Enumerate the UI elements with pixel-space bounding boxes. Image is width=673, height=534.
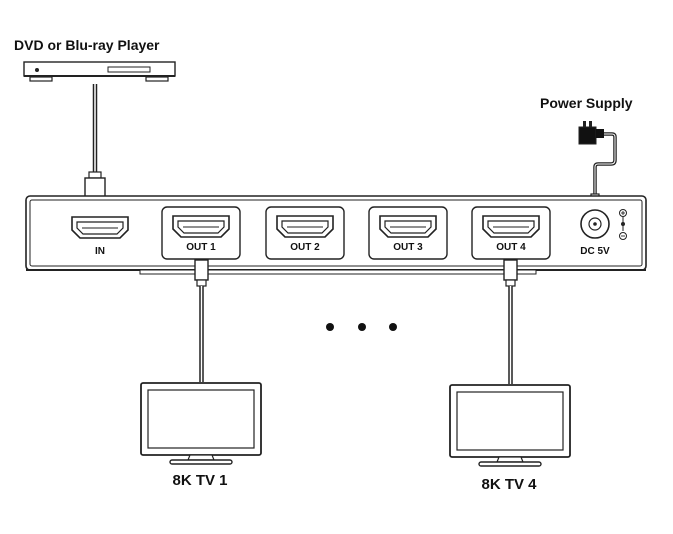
tv-monitor-icon — [140, 382, 262, 465]
port-out3-label: OUT 3 — [393, 242, 423, 253]
hdmi-port-icon — [379, 215, 437, 238]
tv1-label: 8K TV 1 — [172, 472, 227, 489]
hdmi-port-icon — [172, 215, 230, 238]
port-out2-label: OUT 2 — [290, 242, 320, 253]
port-out3: OUT 3 — [368, 206, 448, 260]
tv1-hdmi-cable — [194, 259, 209, 382]
port-out1: OUT 1 — [161, 206, 241, 260]
source-hdmi-cable — [84, 84, 106, 199]
tv4-label: 8K TV 4 — [481, 476, 537, 493]
polarity-icon — [619, 209, 627, 240]
port-out1-label: OUT 1 — [186, 242, 216, 253]
port-out4: OUT 4 — [471, 206, 551, 260]
tv-monitor-icon — [449, 384, 571, 467]
power-adapter-icon — [578, 121, 617, 202]
dc-port-label: DC 5V — [580, 246, 610, 257]
port-out4-label: OUT 4 — [496, 242, 526, 253]
ellipsis-dots-icon — [326, 323, 397, 331]
port-out2: OUT 2 — [265, 206, 345, 260]
dc-power-jack: DC 5V — [580, 209, 610, 257]
hdmi-port-icon — [482, 215, 540, 238]
power-supply-label: Power Supply — [540, 95, 633, 111]
dvd-player-icon — [23, 61, 176, 82]
port-in: IN — [71, 216, 129, 257]
source-label: DVD or Blu-ray Player — [14, 37, 160, 53]
tv4-hdmi-cable — [503, 259, 518, 384]
hdmi-port-icon — [71, 216, 129, 239]
hdmi-port-icon — [276, 215, 334, 238]
port-in-label: IN — [95, 246, 105, 257]
